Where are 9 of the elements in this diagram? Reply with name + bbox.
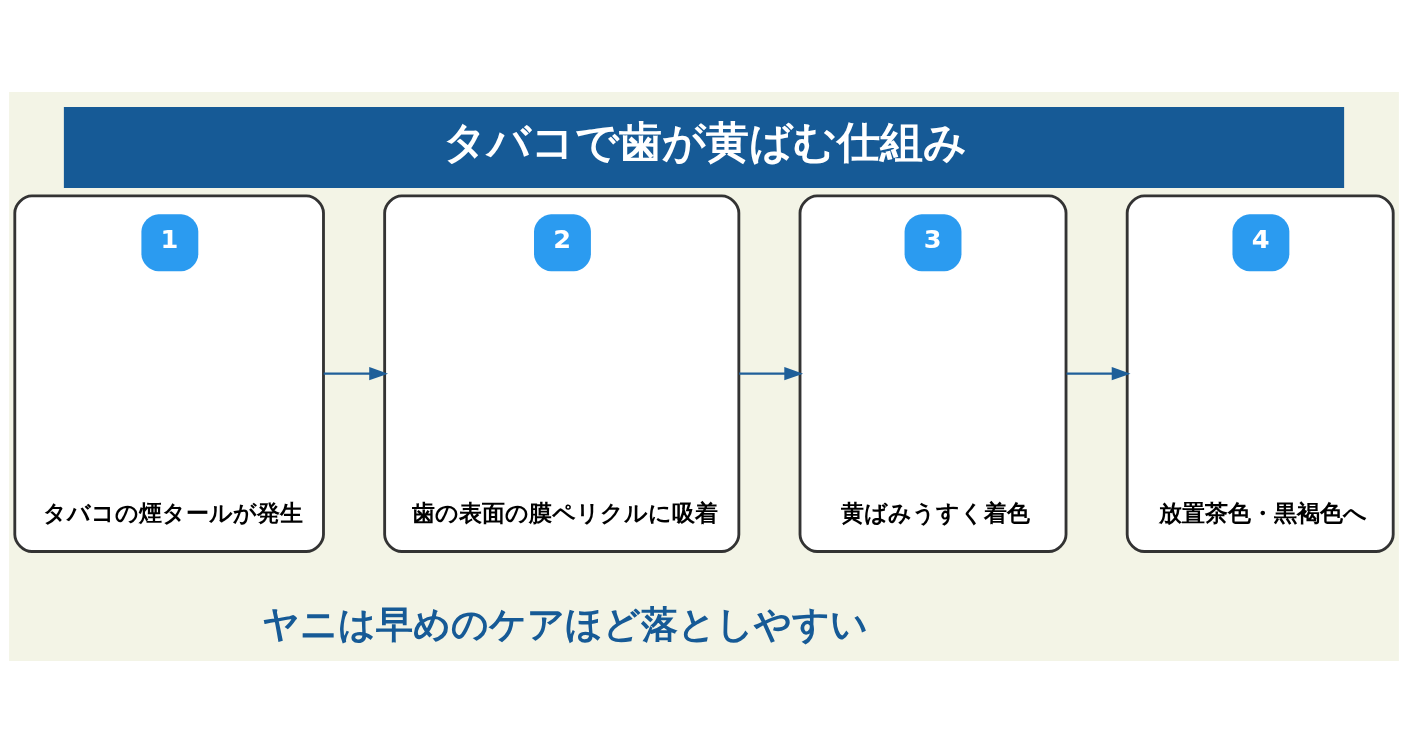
node-box: 3 黄ばみうすく着色 (798, 193, 1068, 553)
node-box: 1 タバコの煙タールが発生 (13, 193, 325, 553)
arrow (739, 366, 804, 380)
arrow (323, 366, 389, 380)
diagram-title: タバコで歯が黄ばむ仕組み (442, 116, 967, 167)
label: ヤニは早めのケアほど落としやすい (262, 602, 869, 646)
node-box: 4 放置茶色・黒褐色へ (1125, 193, 1395, 553)
node-box: 2 歯の表面の膜ペリクルに吸着 (383, 193, 741, 553)
arrow (1066, 366, 1131, 380)
